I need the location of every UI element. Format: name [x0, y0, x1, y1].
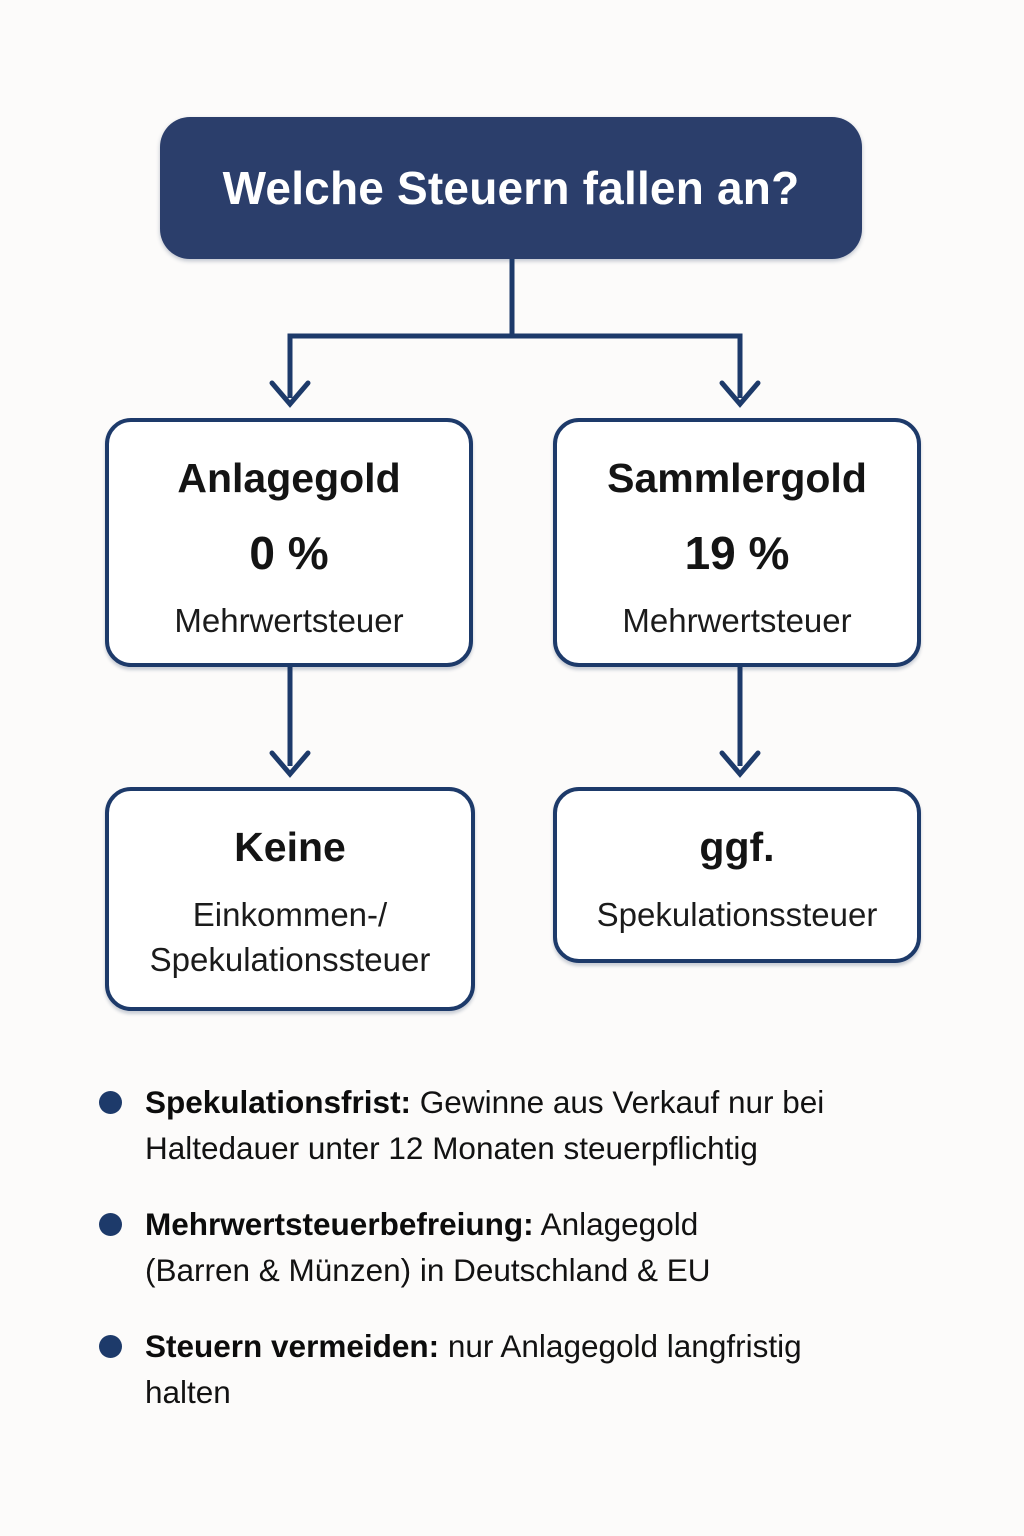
- bullet-dot-icon: [99, 1091, 122, 1114]
- arrow-down-icon: [269, 380, 311, 408]
- connector-branch-line: [287, 333, 743, 398]
- bullet-lead: Mehrwertsteuerbefreiung:: [145, 1206, 534, 1242]
- node-title: Sammlergold: [607, 455, 867, 501]
- sublabel-line: Spekulationssteuer: [596, 896, 878, 934]
- node-sublabel: Einkommen-/ Spekulationssteuer: [150, 892, 431, 982]
- ggf-steuer-node: ggf. Spekulationssteuer: [553, 787, 921, 963]
- bullet-dot-icon: [99, 1335, 122, 1358]
- node-title: Keine: [234, 824, 346, 870]
- bullet-body-line: Haltedauer unter 12 Monaten steuerpflich…: [145, 1130, 758, 1166]
- arrow-down-icon: [269, 750, 311, 778]
- node-title: ggf.: [699, 824, 775, 870]
- bullet-text: Steuern vermeiden: nur Anlagegold langfr…: [145, 1323, 802, 1415]
- bullet-lead: Spekulationsfrist:: [145, 1084, 412, 1120]
- sublabel-line: Spekulationssteuer: [149, 941, 431, 979]
- sammlergold-node: Sammlergold 19 % Mehrwertsteuer: [553, 418, 921, 667]
- bullet-item: Steuern vermeiden: nur Anlagegold langfr…: [99, 1323, 955, 1415]
- bullet-lead: Steuern vermeiden:: [145, 1328, 440, 1364]
- bullet-body-line: halten: [145, 1374, 231, 1410]
- bullet-body-line: Gewinne aus Verkauf nur bei: [411, 1084, 825, 1120]
- bullet-text: Spekulationsfrist: Gewinne aus Verkauf n…: [145, 1079, 824, 1171]
- bullet-text: Mehrwertsteuerbefreiung: Anlagegold (Bar…: [145, 1201, 711, 1293]
- bullet-item: Mehrwertsteuerbefreiung: Anlagegold (Bar…: [99, 1201, 955, 1293]
- header-node: Welche Steuern fallen an?: [160, 117, 862, 259]
- anlagegold-node: Anlagegold 0 % Mehrwertsteuer: [105, 418, 473, 667]
- node-sublabel: Spekulationssteuer: [597, 892, 878, 937]
- bullet-body-line: nur Anlagegold langfristig: [439, 1328, 802, 1364]
- bullet-body-line: (Barren & Münzen) in Deutschland & EU: [145, 1252, 711, 1288]
- page-title: Welche Steuern fallen an?: [222, 162, 800, 214]
- bullet-body-line: Anlagegold: [533, 1206, 699, 1242]
- node-title: Anlagegold: [177, 455, 401, 501]
- bullet-list: Spekulationsfrist: Gewinne aus Verkauf n…: [99, 1079, 955, 1445]
- bullet-dot-icon: [99, 1213, 122, 1236]
- vat-rate-value: 19 %: [684, 527, 790, 580]
- bullet-item: Spekulationsfrist: Gewinne aus Verkauf n…: [99, 1079, 955, 1171]
- vat-label: Mehrwertsteuer: [174, 601, 404, 639]
- keine-steuer-node: Keine Einkommen-/ Spekulationssteuer: [105, 787, 475, 1011]
- arrow-down-icon: [719, 750, 761, 778]
- vat-label: Mehrwertsteuer: [622, 601, 852, 639]
- sublabel-line: Einkommen-/: [192, 896, 388, 934]
- vat-rate-value: 0 %: [249, 527, 329, 580]
- arrow-down-icon: [719, 380, 761, 408]
